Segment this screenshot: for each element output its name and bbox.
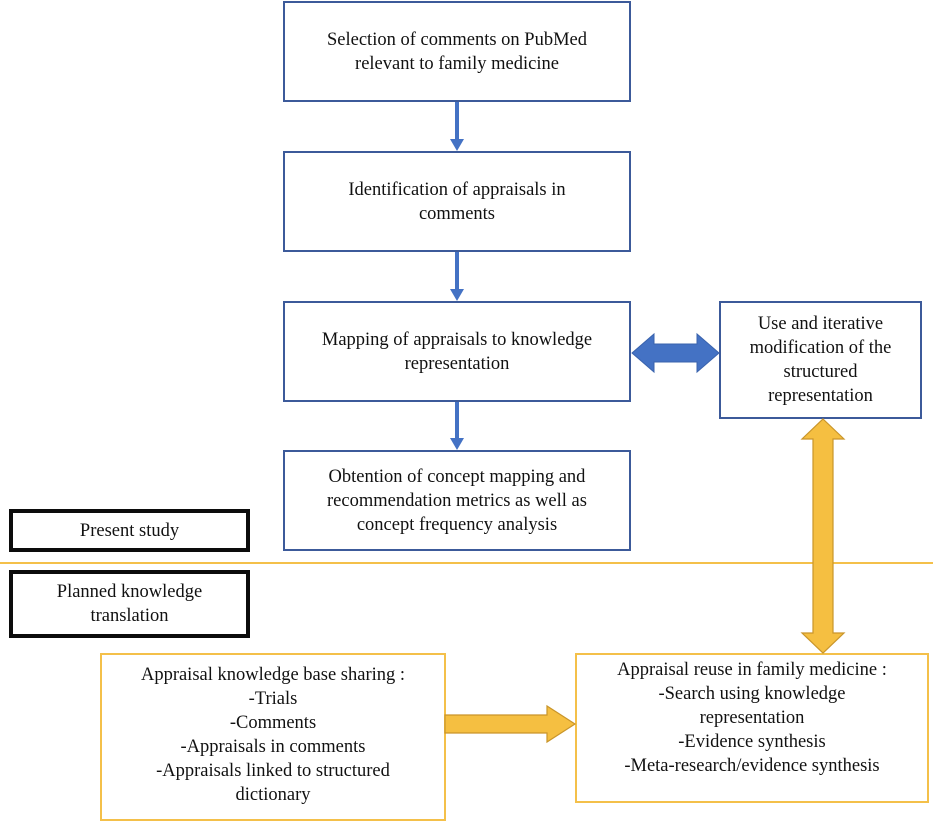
sharing-item-comments: -Comments — [229, 713, 317, 733]
sharing-item-appraisals: -Appraisals in comments — [180, 737, 366, 757]
double-arrow-iterative-reuse — [800, 418, 846, 654]
step-identification-box: Identification of appraisals in comments — [283, 151, 631, 252]
step-selection-line-1: Selection of comments on PubMed — [327, 29, 587, 50]
step-obtention-line-3: concept frequency analysis — [356, 514, 558, 535]
reuse-heading: Appraisal reuse in family medicine : — [617, 660, 887, 680]
arrow-right-sharing-to-reuse — [444, 704, 577, 744]
iterative-representation-box: Use and iterative modification of the st… — [719, 301, 922, 419]
phase-divider-line — [0, 562, 933, 564]
planned-translation-label: Planned knowledge translation — [9, 570, 250, 638]
reuse-item-evidence: -Evidence synthesis — [678, 732, 826, 752]
step-mapping-box: Mapping of appraisals to knowledge repre… — [283, 301, 631, 402]
iterative-line-3: structured — [783, 362, 858, 382]
step-selection-box: Selection of comments on PubMed relevant… — [283, 1, 631, 102]
step-obtention-line-2: recommendation metrics as well as — [327, 490, 587, 511]
arrow-down-mapping-to-obtention — [450, 402, 464, 450]
reuse-item-search-line-1: -Search using knowledge — [658, 684, 846, 704]
reuse-item-meta-research: -Meta-research/evidence synthesis — [624, 756, 880, 776]
arrow-down-selection-to-identification — [450, 102, 464, 151]
sharing-item-trials: -Trials — [248, 689, 298, 709]
step-identification-line-2: comments — [418, 203, 496, 224]
step-obtention-box: Obtention of concept mapping and recomme… — [283, 450, 631, 551]
present-study-text: Present study — [79, 520, 180, 541]
step-mapping-line-2: representation — [404, 353, 510, 374]
sharing-item-linked-line-2: dictionary — [235, 785, 311, 805]
iterative-line-2: modification of the — [749, 338, 892, 358]
sharing-heading: Appraisal knowledge base sharing : — [140, 665, 406, 685]
knowledge-base-sharing-box: Appraisal knowledge base sharing : -Tria… — [100, 653, 446, 821]
arrow-down-identification-to-mapping — [450, 252, 464, 301]
present-study-label: Present study — [9, 509, 250, 552]
iterative-line-4: representation — [768, 386, 873, 406]
step-identification-line-1: Identification of appraisals in — [348, 179, 566, 200]
step-selection-line-2: relevant to family medicine — [355, 53, 559, 74]
appraisal-reuse-box: Appraisal reuse in family medicine : -Se… — [575, 653, 929, 803]
sharing-item-linked-line-1: -Appraisals linked to structured — [156, 761, 390, 781]
planned-translation-line-2: translation — [90, 606, 169, 626]
iterative-line-1: Use and iterative — [757, 314, 884, 334]
step-mapping-line-1: Mapping of appraisals to knowledge — [321, 329, 593, 350]
planned-translation-line-1: Planned knowledge — [56, 582, 203, 602]
reuse-item-search-line-2: representation — [699, 708, 805, 728]
step-obtention-line-1: Obtention of concept mapping and — [328, 466, 586, 487]
double-arrow-mapping-iterative — [631, 332, 720, 374]
